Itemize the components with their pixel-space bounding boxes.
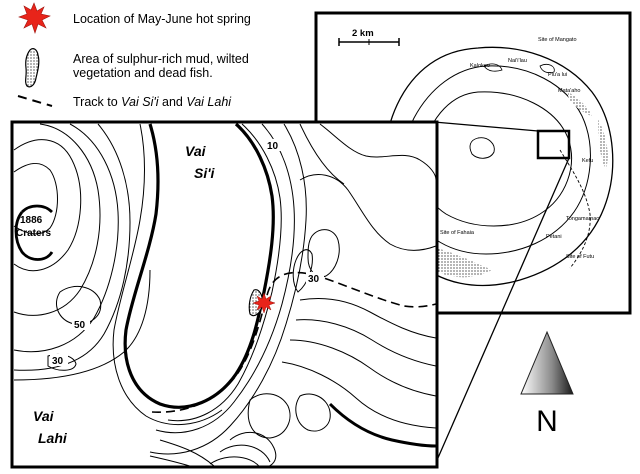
lake-vai-sii-shoreline	[123, 122, 275, 409]
connector-line-top	[433, 121, 539, 132]
hot-spring-star	[252, 292, 276, 314]
legend	[17, 2, 53, 107]
legend-hot-spring-text: Location of May-June hot spring	[73, 12, 251, 26]
scale-label: 2 km	[352, 28, 374, 39]
contour-line	[13, 163, 58, 235]
contour-label-bg	[72, 318, 90, 330]
inset-small-lake-ne	[539, 64, 555, 74]
inset-stipple-south	[428, 248, 492, 278]
scale-bar: 2 km	[338, 28, 400, 46]
contour-line	[299, 174, 437, 251]
inset-place-label: Kalokeo	[470, 63, 490, 69]
inset-place-label: Petani	[546, 234, 562, 240]
contour-line	[295, 393, 331, 432]
contour-line	[13, 139, 82, 272]
detail-locator-box	[536, 129, 571, 160]
detail-map: Vai Si'i Vai Lahi 1886 Craters 10 30 50 …	[10, 120, 439, 469]
legend-mud-line-2: vegetation and dead fish.	[73, 66, 213, 80]
contour-line	[112, 123, 223, 426]
craters-label: Craters	[16, 228, 51, 239]
craters-rim	[21, 204, 53, 214]
contour-line	[295, 319, 437, 367]
inset-stipple-east	[598, 120, 608, 170]
lake-label-vai-lahi: Lahi	[38, 430, 68, 446]
island-in-lake	[469, 137, 495, 159]
contour-label: 30	[52, 356, 64, 367]
inset-place-label: Site of Futu	[566, 254, 594, 260]
lake-label-vai-sii: Si'i	[194, 165, 216, 181]
connector-line-bottom	[433, 157, 570, 468]
detail-background	[12, 122, 437, 467]
contour-line	[229, 432, 277, 467]
mud-area-icon	[25, 48, 40, 88]
contour-line	[155, 123, 295, 434]
north-label: N	[536, 405, 558, 438]
north-arrow: N	[520, 330, 574, 438]
inset-place-label: Nai'i'lau	[508, 58, 527, 64]
legend-mud-area-text: Area of sulphur-rich mud, wilted vegetat…	[73, 52, 249, 80]
legend-mud-line-1: Area of sulphur-rich mud, wilted	[73, 52, 249, 66]
contour-line	[281, 361, 437, 429]
contour-line	[13, 123, 101, 316]
inset-place-label: Site of Fahaia	[440, 230, 475, 236]
track-line-icon	[17, 95, 53, 107]
contour-label-bg	[50, 354, 68, 366]
craters-rim	[14, 211, 54, 261]
lake-label-vai-lahi: Vai	[33, 408, 55, 424]
contour-line	[13, 123, 119, 353]
contour-label: 30	[308, 274, 320, 285]
inset-place-label: Kefu	[582, 158, 593, 164]
track-line	[151, 271, 437, 413]
north-arrow-icon	[520, 330, 574, 395]
contour-line	[219, 444, 271, 463]
contour-line	[56, 285, 102, 325]
inset-track	[559, 149, 591, 269]
inset-place-label: Piu'a lui	[548, 72, 567, 78]
legend-track-place-1: Vai Si'i	[121, 95, 159, 109]
contour-line	[319, 123, 437, 181]
inset-place-label: Tongamamao	[566, 216, 599, 222]
contour-line	[299, 123, 345, 185]
inset-place-label: Mata'aho	[558, 88, 580, 94]
contour-label-bg	[306, 272, 324, 284]
legend-track-text: Track to Vai Si'i and Vai Lahi	[73, 95, 231, 109]
inset-small-lake-north	[483, 63, 503, 72]
craters-label: 1886	[20, 215, 43, 226]
legend-track-place-2: Vai Lahi	[186, 95, 232, 109]
hot-spring-star-icon	[18, 2, 51, 34]
island-coastline	[383, 46, 614, 287]
legend-track-prefix: Track to	[73, 95, 122, 109]
caldera-rim	[401, 65, 591, 255]
contour-label-bg	[264, 139, 282, 151]
contour-line	[289, 339, 437, 397]
rim-line	[328, 402, 437, 448]
lake-label-vai-sii: Vai	[185, 143, 207, 159]
legend-track-and: and	[158, 95, 187, 109]
inset-place-label: Site of Mangato	[538, 37, 577, 43]
contour-line	[307, 229, 340, 278]
contour-line	[149, 123, 307, 455]
inset-stipple-ne	[568, 92, 592, 116]
detail-frame	[10, 120, 439, 469]
contour-line	[299, 298, 437, 339]
contour-line	[159, 439, 215, 467]
contour-line	[167, 123, 282, 422]
contour-label: 50	[74, 320, 86, 331]
contour-line	[247, 393, 291, 439]
contour-label: 10	[267, 141, 279, 152]
